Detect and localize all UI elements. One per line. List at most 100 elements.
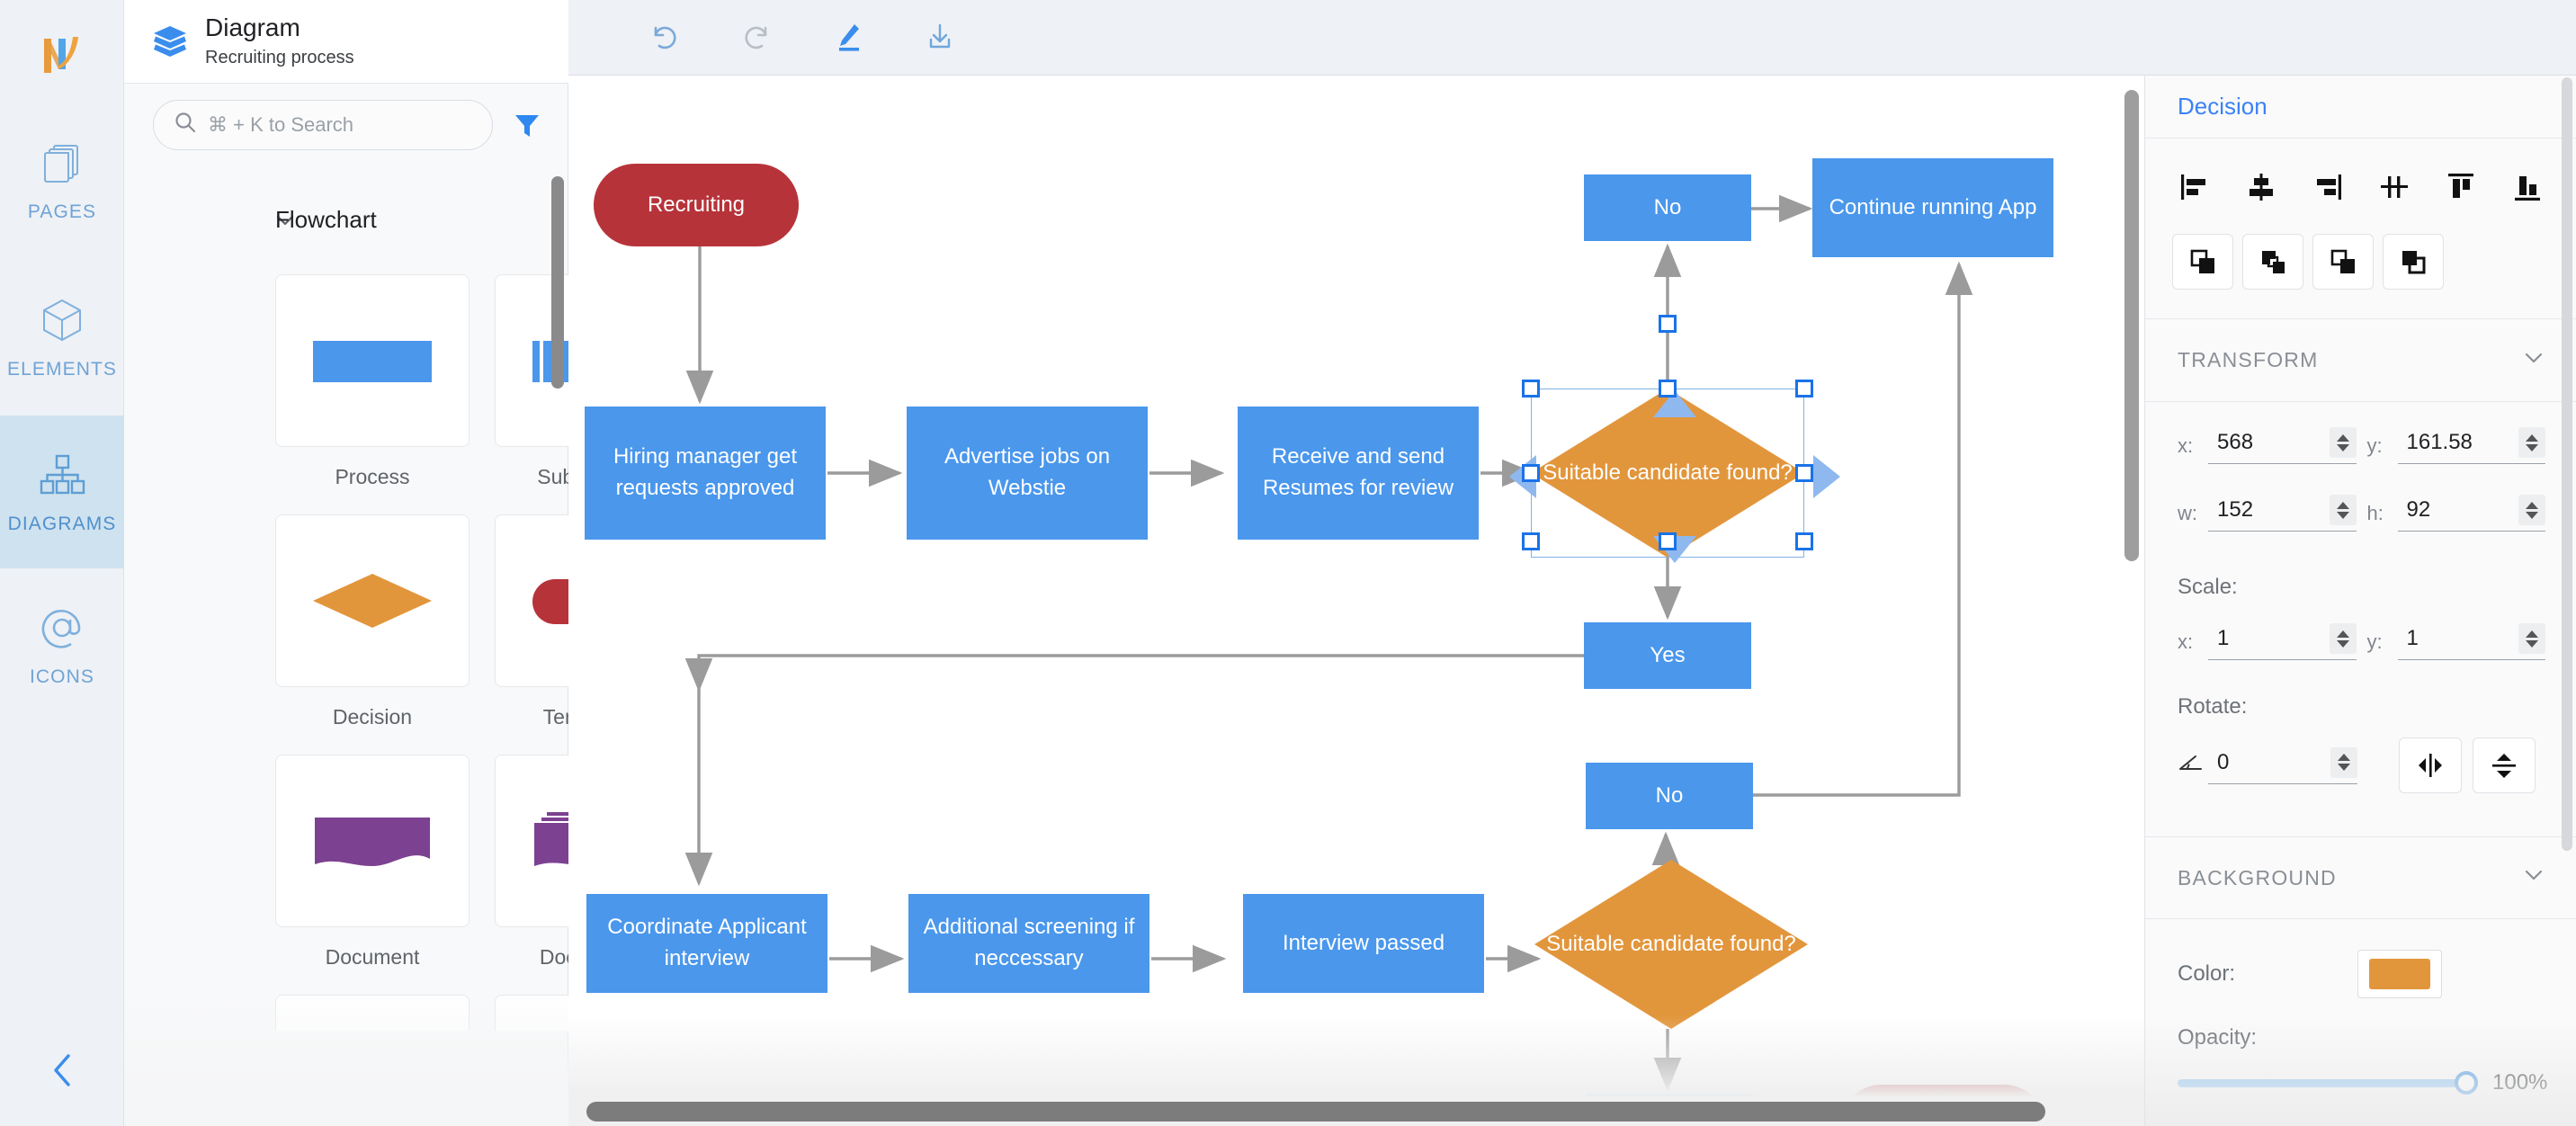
sidebar-item-diagrams[interactable]: DIAGRAMS — [0, 416, 124, 568]
mockflow-logo-icon[interactable] — [0, 7, 124, 102]
diamond-shape — [1534, 860, 1808, 1029]
shape-group-header[interactable]: Flowchart — [124, 193, 568, 246]
align-bottom-icon[interactable] — [2500, 162, 2555, 212]
h-stepper[interactable] — [2518, 495, 2545, 525]
search-input[interactable]: ⌘ + K to Search — [153, 100, 493, 150]
resize-handle-nw[interactable] — [1522, 380, 1540, 398]
scale-fields: x: 1 y: 1 — [2145, 623, 2576, 691]
x-stepper[interactable] — [2329, 427, 2357, 458]
shape-thumb-diamond[interactable] — [275, 514, 470, 687]
y-value[interactable]: 161.58 — [2406, 430, 2473, 454]
diagram-canvas[interactable]: Recruiting Hiring manager get requests a… — [568, 76, 2144, 1126]
resize-handle-s[interactable] — [1659, 532, 1677, 550]
scale-x-stepper[interactable] — [2329, 623, 2357, 654]
bring-to-front-icon[interactable] — [2172, 234, 2233, 290]
scale-x-value[interactable]: 1 — [2217, 626, 2230, 650]
scale-y-value[interactable]: 1 — [2406, 626, 2419, 650]
shape-item-decision[interactable]: Decision — [275, 514, 470, 729]
y-field[interactable]: y: 161.58 — [2367, 427, 2545, 464]
node-additional-screening[interactable]: Additional screening if neccessary — [908, 894, 1149, 993]
bring-forward-icon[interactable] — [2242, 234, 2303, 290]
sidebar-item-icons[interactable]: ICONS — [0, 568, 124, 721]
shape-label: Decision — [332, 705, 413, 728]
opacity-slider-track — [2178, 1079, 2474, 1087]
canvas-horizontal-scrollbar-track[interactable] — [568, 1097, 2144, 1126]
node-interview-passed[interactable]: Interview passed — [1243, 894, 1484, 993]
align-right-icon[interactable] — [2300, 162, 2356, 212]
collapse-panel-button[interactable] — [0, 1018, 124, 1126]
rotate-field[interactable]: 0 — [2178, 746, 2357, 784]
search-icon — [174, 111, 197, 139]
node-receive-resumes[interactable]: Receive and send Resumes for review — [1238, 407, 1479, 540]
node-suitable-candidate-lower[interactable]: Suitable candidate found? — [1534, 860, 1808, 1029]
y-stepper[interactable] — [2518, 427, 2545, 458]
node-advertise-jobs[interactable]: Advertise jobs on Webstie — [907, 407, 1148, 540]
align-section — [2145, 139, 2576, 319]
sidebar-item-elements[interactable]: ELEMENTS — [0, 261, 124, 414]
rotate-stepper[interactable] — [2330, 746, 2357, 778]
shape-thumb-partial-a[interactable] — [275, 995, 470, 1031]
shape-item-process[interactable]: Process — [275, 274, 470, 489]
rotate-handle[interactable] — [1659, 315, 1677, 333]
h-field[interactable]: h: 92 — [2367, 495, 2545, 532]
node-continue-running-app[interactable]: Continue running App — [1812, 158, 2053, 257]
node-no-top[interactable]: No — [1584, 174, 1751, 241]
scale-y-field[interactable]: y: 1 — [2367, 623, 2545, 660]
shape-thumb-document[interactable] — [275, 755, 470, 927]
download-button[interactable] — [917, 16, 962, 61]
canvas-vertical-scrollbar[interactable] — [2124, 90, 2139, 561]
chevron-down-icon — [2522, 346, 2545, 375]
opacity-slider[interactable] — [2178, 1071, 2478, 1095]
x-label: x: — [2178, 433, 2194, 457]
resize-handle-e[interactable] — [1795, 464, 1813, 482]
shape-thumb-rectangle[interactable] — [275, 274, 470, 447]
node-label: Yes — [1650, 642, 1686, 667]
properties-scrollbar[interactable] — [2562, 77, 2572, 851]
canvas-horizontal-scrollbar[interactable] — [586, 1102, 2045, 1122]
x-field[interactable]: x: 568 — [2178, 427, 2357, 464]
node-hiring-manager-approval[interactable]: Hiring manager get requests approved — [585, 407, 826, 540]
align-top-icon[interactable] — [2433, 162, 2489, 212]
opacity-value: 100% — [2492, 1070, 2548, 1095]
sidebar-item-pages[interactable]: PAGES — [0, 103, 124, 256]
resize-handle-ne[interactable] — [1795, 380, 1813, 398]
flip-horizontal-icon[interactable] — [2399, 737, 2462, 793]
node-recruiting[interactable]: Recruiting — [594, 164, 799, 246]
align-center-horiz-icon[interactable] — [2233, 162, 2289, 212]
x-value[interactable]: 568 — [2217, 430, 2254, 454]
resize-handle-se[interactable] — [1795, 532, 1813, 550]
redo-icon — [739, 20, 774, 58]
h-value[interactable]: 92 — [2406, 497, 2431, 522]
w-value[interactable]: 152 — [2217, 497, 2254, 522]
redo-button[interactable] — [734, 16, 779, 61]
rotate-value[interactable]: 0 — [2217, 749, 2230, 774]
background-section-header[interactable]: BACKGROUND — [2145, 836, 2576, 919]
node-label: Recruiting — [647, 192, 746, 217]
shape-item-partial-a[interactable] — [275, 995, 470, 1031]
chevron-down-icon[interactable] — [273, 209, 297, 237]
color-swatch-button[interactable] — [2357, 950, 2442, 998]
resize-handle-sw[interactable] — [1522, 532, 1540, 550]
resize-handle-n[interactable] — [1659, 380, 1677, 398]
node-yes-upper[interactable]: Yes — [1584, 622, 1751, 689]
resize-handle-w[interactable] — [1522, 464, 1540, 482]
palette-scrollbar[interactable] — [551, 176, 564, 389]
undo-button[interactable] — [642, 16, 687, 61]
opacity-slider-knob[interactable] — [2455, 1071, 2478, 1095]
transform-section-header[interactable]: TRANSFORM — [2145, 319, 2576, 402]
node-coordinate-interview[interactable]: Coordinate Applicant interview — [586, 894, 827, 993]
filter-icon[interactable] — [513, 111, 541, 139]
scale-x-field[interactable]: x: 1 — [2178, 623, 2357, 660]
w-stepper[interactable] — [2329, 495, 2357, 525]
align-left-icon[interactable] — [2167, 162, 2223, 212]
flip-vertical-icon[interactable] — [2473, 737, 2536, 793]
distribute-horizontal-icon[interactable] — [2366, 162, 2422, 212]
shape-item-document[interactable]: Document — [275, 755, 470, 970]
send-to-back-icon[interactable] — [2383, 234, 2444, 290]
send-backward-icon[interactable] — [2312, 234, 2374, 290]
w-field[interactable]: w: 152 — [2178, 495, 2357, 532]
scale-y-stepper[interactable] — [2518, 623, 2545, 654]
color-label: Color: — [2178, 961, 2236, 986]
edit-pen-button[interactable] — [826, 16, 871, 61]
node-no-lower[interactable]: No — [1586, 763, 1753, 829]
